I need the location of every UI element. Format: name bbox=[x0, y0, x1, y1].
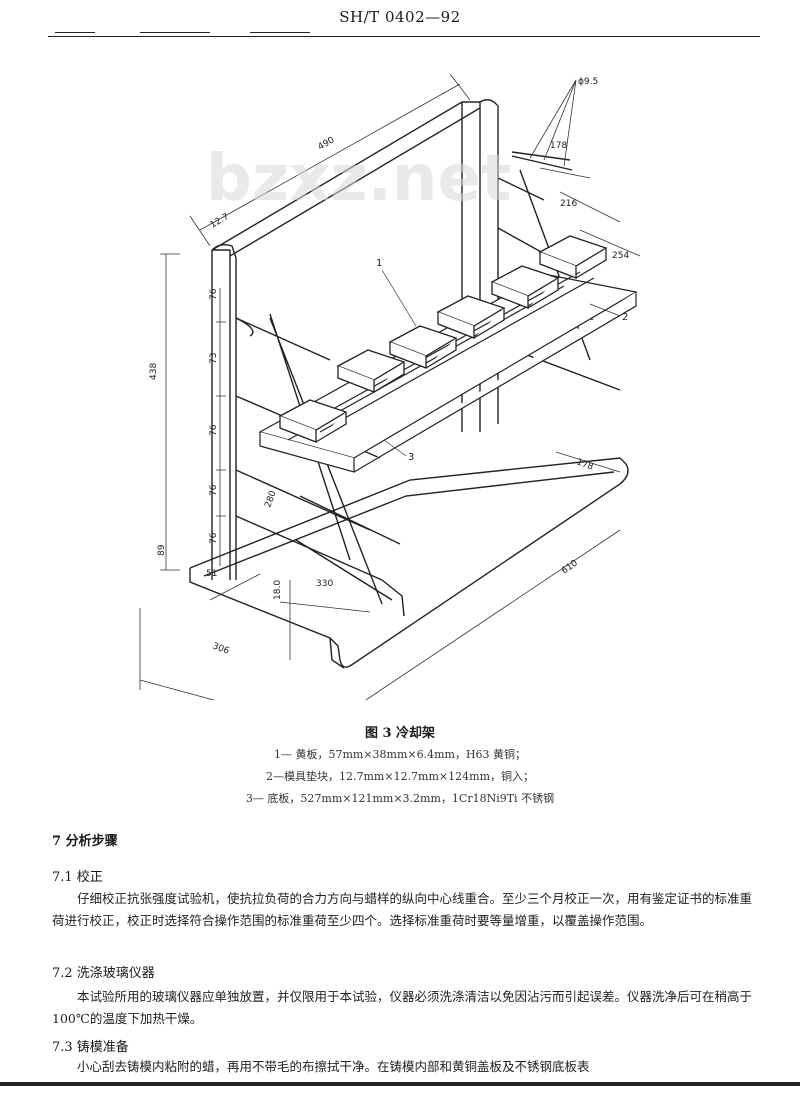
dim-label: 216 bbox=[560, 199, 577, 209]
legend-item: 1— 黄板，57mm×38mm×6.4mm，H63 黄铜； bbox=[273, 748, 527, 761]
dim-label: 18.0 bbox=[273, 580, 283, 600]
dim-label: ϕ9.5 bbox=[578, 77, 598, 87]
dim-label: 438 bbox=[149, 363, 159, 380]
subsection-heading: 7.3 铸模准备 bbox=[52, 1040, 129, 1055]
section-heading: 7 分析步骤 bbox=[52, 834, 118, 849]
cooling-rack-drawing: ϕ9.5 490 12.7 178 216 254 438 76 73 76 7… bbox=[139, 73, 641, 731]
figure-caption: 图 3 冷却架 bbox=[364, 726, 436, 741]
dim-label: 73 bbox=[209, 353, 219, 364]
subsection-heading: 7.1 校正 bbox=[52, 870, 103, 885]
header-rule-segment bbox=[55, 32, 95, 33]
legend-item: 3— 底板，527mm×121mm×3.2mm，1Cr18Ni9Ti 不锈钢 bbox=[245, 792, 555, 805]
header-rule-segment bbox=[140, 32, 210, 33]
header-rule-segment bbox=[250, 32, 310, 33]
dim-label: 610 bbox=[560, 558, 580, 576]
dim-label: 76 bbox=[209, 288, 219, 300]
dim-label: 76 bbox=[209, 484, 219, 496]
callout-label: 3 bbox=[408, 452, 414, 463]
paragraph: 小心刮去铸模内粘附的蜡，再用不带毛的布擦拭干净。在铸模内部和黄铜盖板及不锈钢底板… bbox=[77, 1059, 590, 1074]
dim-label: 51 bbox=[206, 569, 217, 579]
dim-label: 178 bbox=[575, 457, 595, 472]
watermark: bzxz.net bbox=[206, 142, 511, 216]
dim-label: 306 bbox=[211, 641, 231, 656]
legend-item: 2—模具垫块，12.7mm×12.7mm×124mm，铜入； bbox=[266, 770, 534, 783]
dim-label: 89 bbox=[157, 544, 167, 556]
callout-label: 1 bbox=[376, 258, 382, 269]
dim-label: 254 bbox=[612, 251, 629, 261]
paragraph: 仔细校正抗张强度试验机，使抗拉负荷的合力方向与蜡样的纵向中心线重合。至少三个月校… bbox=[52, 891, 753, 928]
dim-label: 76 bbox=[209, 532, 219, 544]
cooling-rack-figure: ϕ9.5 490 12.7 178 216 254 438 76 73 76 7… bbox=[120, 60, 660, 731]
page-header: SH/T 0402—92 bbox=[339, 8, 461, 26]
header-rule bbox=[48, 36, 760, 37]
paragraph: 本试验所用的玻璃仪器应单独放置，并仅限用于本试验，仪器必须洗涤清洁以免因沾污而引… bbox=[52, 989, 753, 1026]
dim-label: 280 bbox=[263, 489, 278, 509]
bottom-rule bbox=[0, 1082, 800, 1086]
dim-label: 330 bbox=[316, 579, 333, 589]
callout-label: 2 bbox=[622, 312, 628, 323]
dim-label: 178 bbox=[550, 141, 567, 151]
dim-label: 76 bbox=[209, 424, 219, 436]
subsection-heading: 7.2 洗涤玻璃仪器 bbox=[52, 966, 155, 981]
